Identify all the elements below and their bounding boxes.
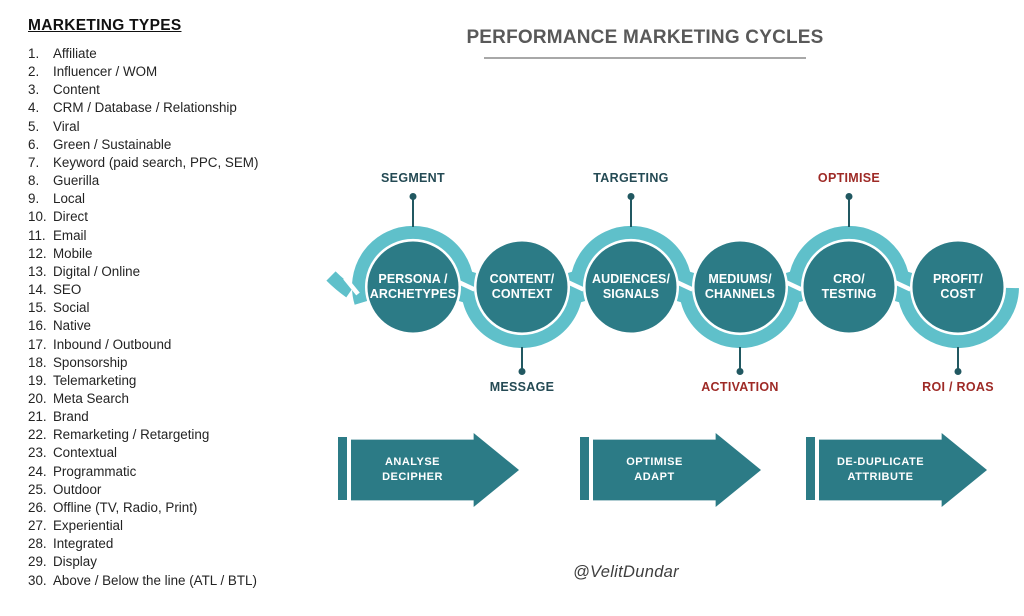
stage-circle-content	[476, 241, 568, 333]
list-item: Mobile	[53, 245, 93, 261]
cycle-label-roi-roas: ROI / ROAS	[922, 380, 994, 394]
list-item: Programmatic	[53, 463, 137, 479]
arrow-bar	[806, 437, 815, 500]
stage-circle-audiences	[585, 241, 677, 333]
stem-dot	[409, 193, 417, 200]
list-item: Email	[53, 227, 87, 243]
list-item: Affiliate	[53, 46, 97, 61]
list-item: Viral	[53, 118, 80, 134]
page-title: PERFORMANCE MARKETING CYCLES	[466, 27, 824, 48]
cycle-label-segment: SEGMENT	[381, 171, 445, 185]
gap-slash	[343, 276, 360, 296]
arrow-label: ANALYSE DECIPHER	[382, 456, 443, 483]
gap-slash	[894, 280, 912, 292]
cycle-label-activation: ACTIVATION	[701, 380, 779, 394]
arrow-label: DE-DUPLICATE ATTRIBUTE	[836, 456, 925, 483]
list-item: Local	[53, 191, 86, 207]
cycle-label-message: MESSAGE	[489, 380, 555, 394]
list-item: Content	[53, 82, 100, 98]
author-credit: @VelitDundar	[573, 563, 679, 581]
cycle-label-targeting: TARGETING	[593, 171, 669, 185]
list-item: Influencer / WOM	[53, 64, 158, 80]
list-item: Offline (TV, Radio, Print)	[53, 499, 198, 515]
arrow-analyse-decipher: ANALYSE DECIPHER	[338, 433, 520, 507]
circle-label-mediums: MEDIUMS/ CHANNELS	[704, 271, 776, 302]
list-item: Meta Search	[53, 390, 129, 406]
circle-label-content: CONTENT/ CONTEXT	[489, 271, 555, 302]
circle-label-profit: PROFIT/ COST	[932, 271, 983, 302]
list-item: Sponsorship	[53, 354, 128, 370]
wave-bottom-arc-6	[897, 269, 1019, 349]
stem-dot	[518, 368, 526, 375]
stem-dot	[627, 193, 635, 200]
list-item: Social	[53, 300, 90, 316]
arrow-optimise-adapt: OPTIMISE ADAPT	[580, 433, 762, 507]
list-item: Display	[53, 554, 97, 570]
stage-circle-profit	[912, 241, 1004, 333]
list-item: Digital / Online	[53, 263, 141, 279]
title-underline	[484, 57, 806, 59]
list-item: Experiential	[53, 518, 123, 534]
stage-circle-mediums	[694, 241, 786, 333]
list-item: Remarketing / Retargeting	[53, 427, 210, 443]
gap-slash	[785, 280, 803, 292]
list-item: Inbound / Outbound	[53, 336, 172, 352]
gap-slash	[567, 280, 585, 292]
list-item: Above / Below the line (ATL / BTL)	[53, 572, 257, 588]
circle-label-audiences: AUDIENCES/ SIGNALS	[591, 271, 671, 302]
cycle-label-optimise: OPTIMISE	[817, 171, 881, 185]
stage-circle-persona	[367, 241, 459, 333]
stem-dot	[736, 368, 744, 375]
list-item: CRM / Database / Relationship	[53, 100, 237, 116]
list-item: Integrated	[53, 536, 114, 552]
list-item: Green / Sustainable	[53, 136, 172, 152]
stem-dot	[845, 193, 853, 200]
stage-circle-cro	[803, 241, 895, 333]
list-item: Contextual	[53, 445, 118, 461]
marketing-types-heading: MARKETING TYPES	[28, 17, 182, 34]
list-item: Native	[53, 318, 91, 334]
list-item: Outdoor	[53, 481, 102, 497]
stem-dot	[954, 368, 962, 375]
list-item: Keyword (paid search, PPC, SEM)	[53, 154, 259, 170]
wave-start-stub	[326, 271, 354, 298]
arrow-label: OPTIMISE ADAPT	[626, 456, 683, 483]
list-item: Guerilla	[53, 173, 100, 189]
arrow-bar	[338, 437, 347, 500]
arrow-deduplicate-attribute: DE-DUPLICATE ATTRIBUTE	[806, 433, 988, 507]
list-item: Telemarketing	[53, 372, 137, 388]
gap-slash	[458, 280, 476, 292]
circle-label-persona: PERSONA / ARCHETYPES	[369, 271, 457, 302]
list-item: SEO	[53, 282, 82, 298]
circle-label-cro: CRO/ TESTING	[821, 271, 877, 302]
list-item: Brand	[53, 409, 89, 425]
list-item: Direct	[53, 209, 88, 225]
arrow-bar	[580, 437, 589, 500]
gap-slash	[676, 280, 694, 292]
